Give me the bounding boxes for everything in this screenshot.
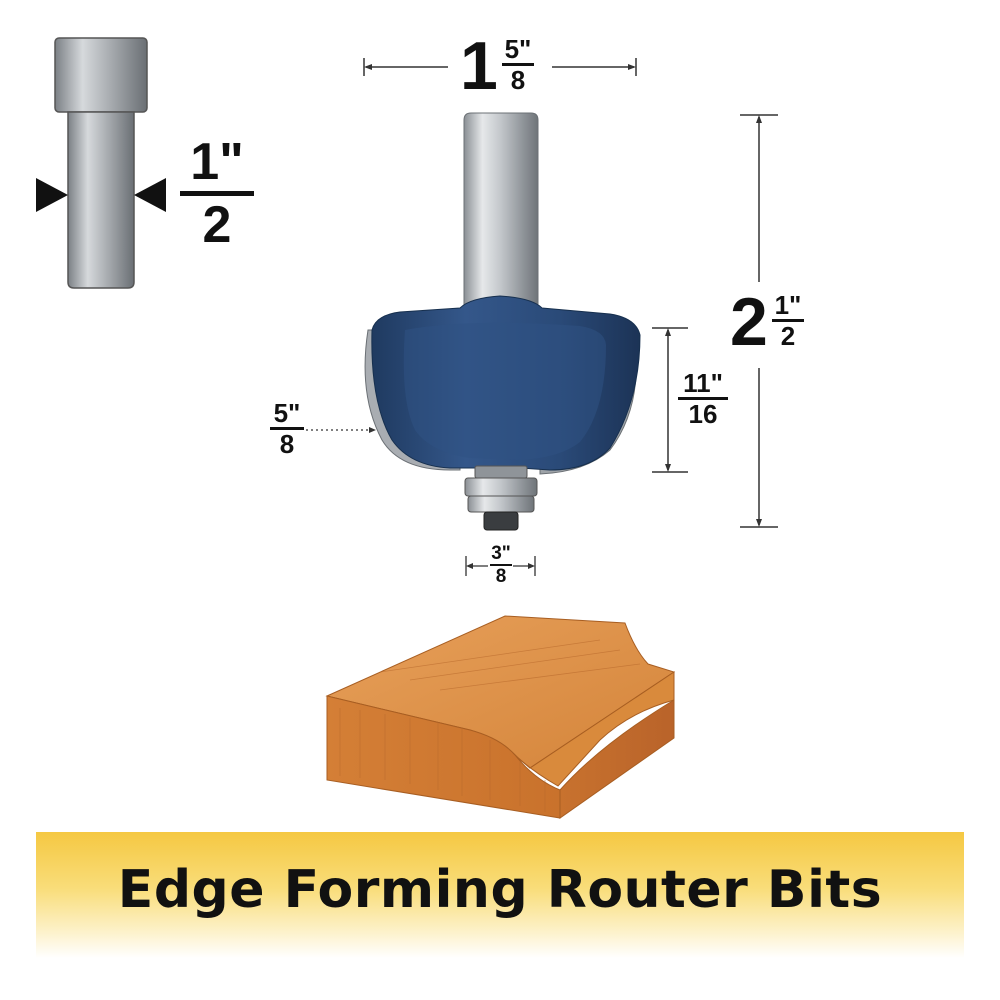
radius-denominator: 8 — [279, 429, 295, 459]
wood-profile-icon — [325, 615, 676, 819]
overall-length-whole: 2 — [730, 284, 768, 360]
length-dimension-line — [740, 114, 778, 528]
shank-diameter-numerator: 1" — [190, 133, 244, 191]
overall-length-fraction: 1" 2 — [772, 292, 804, 349]
category-banner: Edge Forming Router Bits — [36, 832, 964, 958]
bearing-diameter-numerator: 3" — [491, 543, 511, 564]
cutting-length-label: 11" 16 — [674, 370, 732, 427]
overall-length-denominator: 2 — [780, 321, 796, 351]
overall-width-denominator: 8 — [510, 65, 526, 95]
router-bit-icon — [364, 112, 641, 531]
cutting-length-denominator: 16 — [688, 399, 718, 429]
shank-diameter-label: 1" 2 — [176, 136, 258, 251]
cutting-length-numerator: 11" — [683, 368, 723, 398]
bearing-diameter-denominator: 8 — [495, 566, 507, 587]
radius-numerator: 5" — [273, 398, 301, 428]
width-dimension-line — [363, 58, 637, 76]
bearing-diameter-label: 3" 8 — [488, 544, 514, 586]
overall-width-whole: 1 — [460, 28, 498, 104]
bearing-dimension-line — [465, 556, 536, 576]
overall-width-fraction: 5" 8 — [502, 36, 534, 93]
shank-diagram-icon — [36, 37, 166, 289]
cutting-length-dimension-line — [652, 327, 688, 473]
overall-length-numerator: 1" — [774, 290, 802, 320]
shank-diameter-denominator: 2 — [202, 196, 232, 254]
overall-width-numerator: 5" — [504, 34, 532, 64]
radius-label: 5" 8 — [268, 400, 306, 457]
banner-title: Edge Forming Router Bits — [117, 860, 883, 920]
